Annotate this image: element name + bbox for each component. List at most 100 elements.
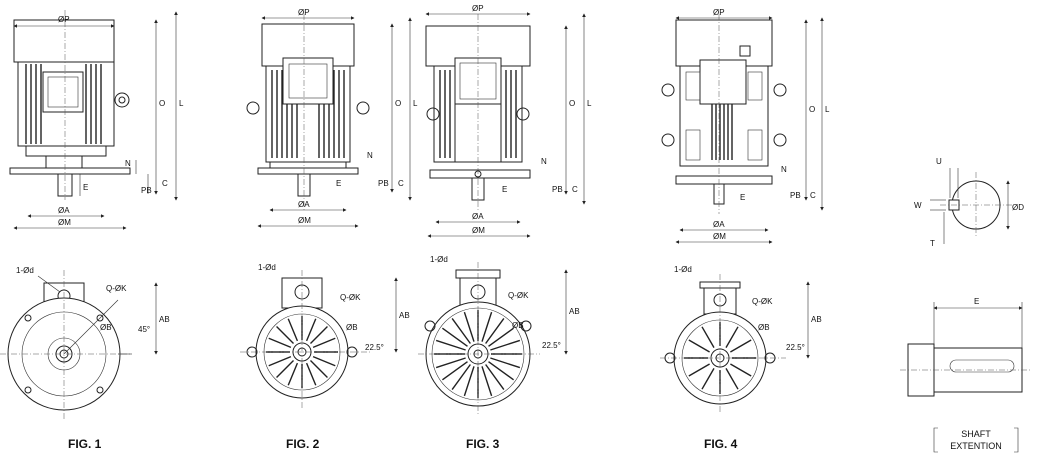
fig1-front-view: 1-Ød Q-ØK ØB 45° AB — [0, 266, 170, 420]
rib-line — [435, 339, 466, 351]
rib-line — [701, 326, 715, 348]
rib-line — [441, 361, 468, 381]
fig2-dim-N: N — [367, 151, 373, 160]
shaft-dim-W: W — [914, 201, 922, 210]
rib-line — [435, 357, 466, 369]
rib-line — [730, 363, 752, 377]
fig2-front-view: 1-Ød Q-ØK ØB 22.5° AB — [240, 263, 410, 410]
shaft-caption: SHAFT EXTENTION — [933, 427, 1019, 453]
fig2-dim-B: ØB — [346, 323, 358, 332]
rib-line — [481, 311, 493, 342]
fig1-dim-PB: PB — [141, 186, 152, 195]
rib-line — [481, 366, 493, 397]
fig4-dim-A: ØA — [713, 220, 725, 229]
fig4-dim-PB: PB — [790, 191, 801, 200]
fig2-caption: FIG. 2 — [286, 437, 320, 451]
fig3-dim-B: ØB — [512, 321, 524, 330]
fig1-dim-K: Q-ØK — [106, 284, 127, 293]
rib-line — [276, 326, 295, 345]
fig1-dim-AB: AB — [159, 315, 170, 324]
fig3-dim-d: 1-Ød — [430, 255, 448, 264]
rib-line — [441, 327, 468, 347]
fig1-dim-M: ØM — [58, 218, 71, 227]
fig3-dim-C: C — [572, 185, 578, 194]
fig2-dim-E: E — [336, 179, 341, 188]
rib-line — [305, 318, 317, 342]
shaft-caption-line1: SHAFT — [961, 429, 991, 439]
fig1-dim-B: ØB — [100, 323, 112, 332]
rib-line — [312, 355, 336, 367]
fig4-dim-N: N — [781, 165, 787, 174]
fig1-side-view: ØP O L N PB E C ØA ØM — [9, 10, 184, 230]
fig3-dim-E: E — [502, 185, 507, 194]
fig4-dim-d: 1-Ød — [674, 265, 692, 274]
rib-line — [488, 361, 515, 381]
fig2-dim-PB: PB — [378, 179, 389, 188]
fig2-dim-A: ØA — [298, 200, 310, 209]
rib-line — [725, 326, 739, 348]
rib-line — [268, 355, 292, 367]
fig2-dim-O: O — [395, 99, 401, 108]
fig2-side-view: ØP O L N PB E C ØA ØM — [246, 8, 418, 228]
shaft-caption-line2: EXTENTION — [950, 441, 1002, 451]
rib-line — [463, 311, 475, 342]
fig2-dim-L: L — [413, 99, 418, 108]
fig4-dim-C: C — [810, 191, 816, 200]
fig4-dim-AB: AB — [811, 315, 822, 324]
rib-line — [276, 359, 295, 378]
fig1-dim-d: 1-Ød — [16, 266, 34, 275]
fig4-dim-L: L — [825, 105, 830, 114]
fig2-dim-ang: 22.5° — [365, 343, 384, 352]
fig1-dim-C: C — [162, 179, 168, 188]
fig1-caption: FIG. 1 — [68, 437, 102, 451]
fig3-dim-PB: PB — [552, 185, 563, 194]
shaft-dim-D: ØD — [1012, 203, 1024, 212]
rib-line — [451, 317, 471, 344]
fig2-dim-P: ØP — [298, 8, 310, 17]
rib-line — [488, 327, 515, 347]
fig1-dim-P: ØP — [58, 15, 70, 24]
rib-line — [688, 339, 710, 353]
fig3-dim-O: O — [569, 99, 575, 108]
fig2-dim-AB: AB — [399, 311, 410, 320]
rib-line — [287, 318, 299, 342]
shaft-end-view: U W T ØD — [914, 157, 1024, 248]
rib-line — [287, 362, 299, 386]
fig2-dim-K: Q-ØK — [340, 293, 361, 302]
shaft-side-view: E — [900, 297, 1030, 397]
rib-line — [490, 357, 521, 369]
fig4-dim-K: Q-ØK — [752, 297, 773, 306]
shaft-dim-U: U — [936, 157, 942, 166]
rib-line — [463, 366, 475, 397]
fig3-dim-P: ØP — [472, 4, 484, 13]
fig3-dim-ang: 22.5° — [542, 341, 561, 350]
fig3-dim-M: ØM — [472, 226, 485, 235]
fig1-dim-O: O — [159, 99, 165, 108]
fig4-side-view: ØP O L N PB E C ØA ØM — [661, 8, 830, 244]
rib-line — [730, 339, 752, 353]
shaft-dim-T: T — [930, 239, 935, 248]
shaft-dim-E: E — [974, 297, 979, 306]
rib-line — [268, 337, 292, 349]
fig4-dim-B: ØB — [758, 323, 770, 332]
fig2-dim-M: ØM — [298, 216, 311, 225]
fig4-front-view: 1-Ød Q-ØK ØB 22.5° AB — [660, 265, 822, 414]
fig2-dim-d: 1-Ød — [258, 263, 276, 272]
rib-line — [312, 337, 336, 349]
fig4-dim-M: ØM — [713, 232, 726, 241]
rib-line — [688, 363, 710, 377]
fig1-dim-E: E — [83, 183, 88, 192]
fig1-dim-L: L — [179, 99, 184, 108]
fig3-dim-K: Q-ØK — [508, 291, 529, 300]
fig4-dim-ang: 22.5° — [786, 343, 805, 352]
fig3-dim-L: L — [587, 99, 592, 108]
fig4-caption: FIG. 4 — [704, 437, 738, 451]
rib-line — [309, 359, 328, 378]
rib-line — [451, 364, 471, 391]
rib-line — [485, 317, 505, 344]
fig3-side-view: ØP O L N PB E C ØA ØM — [425, 4, 592, 238]
rib-line — [305, 362, 317, 386]
rib-line — [485, 364, 505, 391]
fig1-dim-A: ØA — [58, 206, 70, 215]
